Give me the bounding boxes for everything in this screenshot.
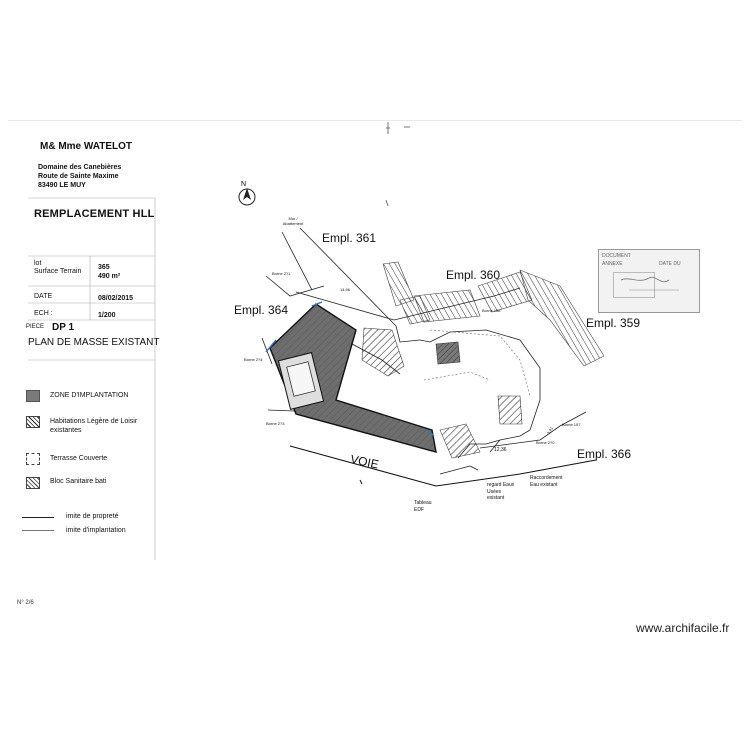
vertex-markers — [265, 301, 435, 437]
survey-marks — [385, 122, 410, 207]
piece-code: DP 1 — [52, 322, 75, 333]
plan-title: PLAN DE MASSE EXISTANT — [28, 337, 160, 348]
owner-address-line-1: Domaine des Canebières — [38, 164, 122, 171]
field-date-value: 08/02/2015 — [98, 295, 134, 302]
watermark: www.archifacile.fr — [636, 621, 730, 635]
borne-f-label: Borne 2?0 — [536, 440, 555, 445]
legend-hll-label: Habitations Légère de Loisir existantes — [50, 418, 138, 435]
legend-zone-swatch — [26, 390, 40, 402]
field-scale-label: ECH : — [34, 310, 53, 317]
legend-property-line-icon — [22, 517, 54, 518]
legend-property-line-label: imite de propreté — [66, 513, 119, 520]
stamp-line-3: DATE DU — [659, 261, 681, 267]
legend-zone-label: ZONE D'IMPLANTATION — [50, 392, 129, 399]
implantation-zone — [265, 301, 437, 453]
regard-label: regard Eaux Usées existant — [487, 482, 515, 501]
owner-address-line-3: 83490 LE MUY — [38, 182, 86, 189]
legend-hll-swatch — [26, 416, 40, 428]
road — [289, 445, 597, 487]
borne-e-label: Borne 157 — [562, 422, 581, 427]
stamp-box — [613, 272, 655, 298]
stamp-signature-icon — [620, 276, 679, 291]
dashed-terrace-lines — [423, 329, 531, 397]
borne-d-label: Borne 158 — [482, 308, 501, 313]
legend-sanitaire-label: Bloc Sanitaire bati — [50, 478, 107, 485]
mur-label: Mur / Abattement — [282, 216, 304, 226]
field-date-label: DATE — [34, 293, 53, 300]
stamp-line-2: ANNEXE — [602, 261, 623, 267]
legend-sanitaire-swatch — [26, 477, 40, 489]
borne-b-label: Borne 2?4 — [244, 357, 263, 362]
empl-361-label: Empl. 361 — [322, 231, 377, 245]
legend-terrasse-label: Terrasse Couverte — [50, 455, 108, 462]
raccordement-label: Raccordement Eau existant — [530, 475, 563, 488]
owner-name: M& Mme WATELOT — [40, 141, 133, 152]
project-title: REMPLACEMENT HLL — [34, 208, 155, 220]
legend-implantation-line-icon — [22, 530, 54, 531]
legend-implantation-line-label: imite d'implantation — [66, 527, 126, 534]
field-lot-label: lot — [34, 260, 42, 267]
field-surface-label: Surface Terrain — [34, 268, 82, 275]
borne-c-label: Borne 2?3 — [266, 421, 285, 426]
piece-label: PIECE — [26, 324, 45, 330]
legend-terrasse-swatch — [26, 453, 40, 465]
empl-366-label: Empl. 366 — [577, 447, 632, 461]
north-arrow-icon: N — [238, 181, 256, 206]
page-number: N° 2/6 — [17, 600, 34, 606]
owner-address-line-2: Route de Sainte Maxime — [38, 173, 119, 180]
empl-364-label: Empl. 364 — [234, 303, 289, 317]
stamp-line-1: DOCUMENT — [602, 253, 631, 259]
empl-360-label: Empl. 360 — [446, 268, 501, 282]
empl-359-label: Empl. 359 — [586, 316, 641, 330]
borne-a-label: Borne 2?1 — [272, 271, 291, 276]
north-label: N — [241, 181, 246, 188]
field-scale-value: 1/200 — [98, 312, 116, 319]
tableau-edf-label: Tableau EDF — [414, 500, 432, 513]
cote-c-label: 12,36 — [494, 447, 507, 453]
field-surface-value: 490 m² — [98, 273, 121, 280]
title-block-lines — [28, 197, 156, 560]
field-lot-value: 365 — [98, 264, 110, 271]
cote-a-label: 14,96 — [340, 287, 351, 292]
property-lines — [261, 227, 587, 475]
approval-stamp: DOCUMENT ANNEXE DATE DU — [598, 249, 700, 313]
plan-sheet — [8, 120, 742, 641]
